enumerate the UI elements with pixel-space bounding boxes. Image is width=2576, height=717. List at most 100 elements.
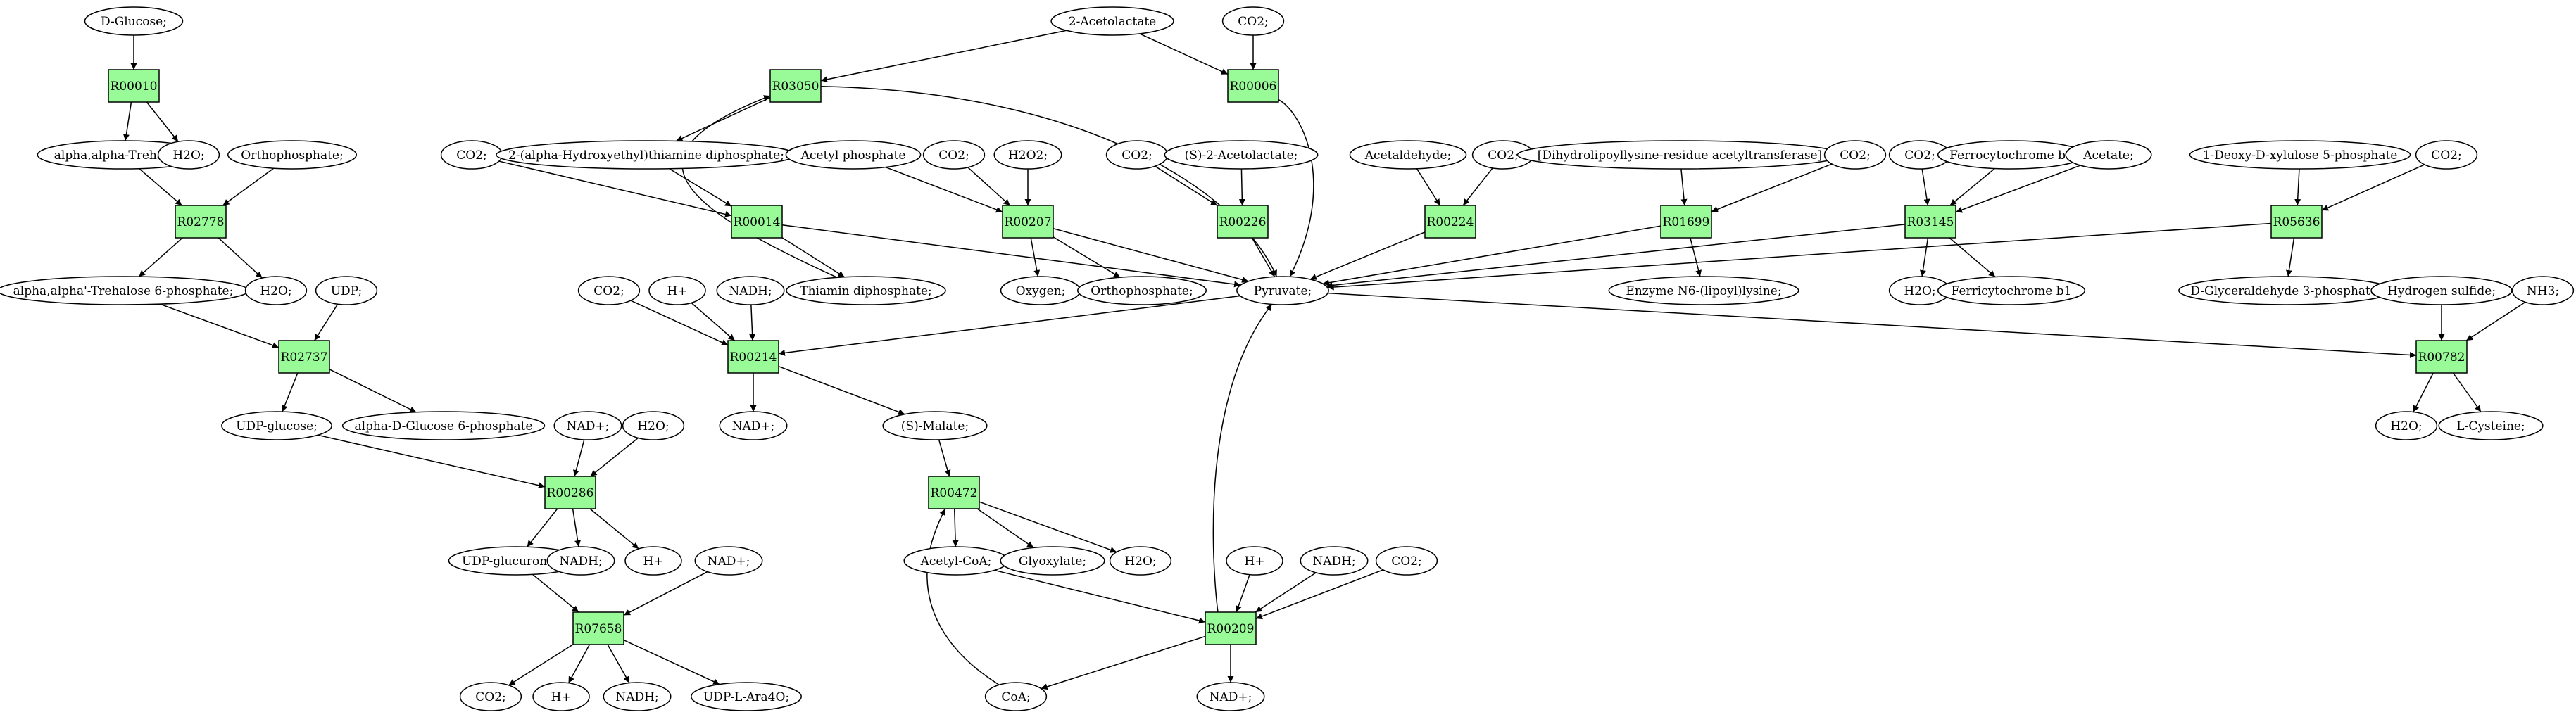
compound-node-co2[interactable]: CO2; <box>1221 6 1285 36</box>
reaction-node-r00782[interactable]: R00782 <box>2415 340 2468 374</box>
reaction-node-r00214[interactable]: R00214 <box>727 340 779 374</box>
compound-node-alpha-alpha-trehalose-6-phosphate[interactable]: alpha,alpha'-Trehalose 6-phosphate; <box>0 276 249 305</box>
reaction-node-r00209[interactable]: R00209 <box>1205 611 1257 645</box>
node-label: H2O; <box>260 284 291 298</box>
compound-node-nad[interactable]: NAD+; <box>719 411 788 440</box>
node-label: Glyoxylate; <box>1019 554 1086 569</box>
reaction-node-r03050[interactable]: R03050 <box>769 69 822 103</box>
compound-node-s-malate[interactable]: (S)-Malate; <box>882 411 988 440</box>
compound-node-glyoxylate[interactable]: Glyoxylate; <box>1000 546 1105 576</box>
compound-node-h2o[interactable]: H2O; <box>157 140 220 170</box>
compound-node-d-glyceraldehyde-3-phosphate[interactable]: D-Glyceraldehyde 3-phosphate; <box>2178 276 2394 305</box>
reaction-node-r00286[interactable]: R00286 <box>544 476 596 509</box>
compound-node-co2[interactable]: CO2; <box>1375 546 1438 576</box>
compound-node-orthophosphate[interactable]: Orthophosphate; <box>227 140 357 170</box>
compound-node-co2[interactable]: CO2; <box>577 276 641 305</box>
compound-node-acetyl-phosphate[interactable]: Acetyl phosphate <box>785 140 922 170</box>
reaction-node-r00014[interactable]: R00014 <box>731 205 783 239</box>
compound-node-h2o[interactable]: H2O; <box>1109 546 1172 576</box>
compound-node-nad[interactable]: NAD+; <box>694 546 763 576</box>
compound-node-ferricytochrome-b1[interactable]: Ferricytochrome b1 <box>1937 276 2086 305</box>
compound-node-2-alpha-hydroxyethyl-thiamine-diphosphate[interactable]: 2-(alpha-Hydroxyethyl)thiamine diphospha… <box>496 140 797 170</box>
compound-node-orthophosphate[interactable]: Orthophosphate; <box>1077 276 1207 305</box>
compound-node-thiamin-diphosphate[interactable]: Thiamin diphosphate; <box>786 276 946 305</box>
reaction-node-r03145[interactable]: R03145 <box>1904 205 1956 239</box>
node-label: alpha,alpha'-Trehalose 6-phosphate; <box>13 284 234 298</box>
compound-node-coa[interactable]: CoA; <box>984 682 1048 711</box>
reaction-node-r02737[interactable]: R02737 <box>278 340 330 374</box>
compound-node-co2[interactable]: CO2; <box>459 682 522 711</box>
compound-node-acetaldehyde[interactable]: Acetaldehyde; <box>1349 140 1467 170</box>
reaction-node-r02778[interactable]: R02778 <box>175 205 227 239</box>
compound-node-h2o[interactable]: H2O; <box>244 276 308 305</box>
reaction-node-r00207[interactable]: R00207 <box>1002 205 1054 239</box>
compound-ellipse <box>1196 682 1265 711</box>
node-label: NH3; <box>2527 284 2559 298</box>
reaction-node-r00226[interactable]: R00226 <box>1217 205 1269 239</box>
compound-node-h2o[interactable]: H2O; <box>1888 276 1952 305</box>
node-label: CO2; <box>1391 554 1422 569</box>
compound-node-h[interactable]: H+ <box>624 546 682 576</box>
compound-node-co2[interactable]: CO2; <box>1823 140 1887 170</box>
compound-ellipse <box>157 140 220 170</box>
compound-node-co2[interactable]: CO2; <box>922 140 986 170</box>
node-label: R00006 <box>1230 80 1277 94</box>
compound-node-h2o[interactable]: H2O; <box>2375 411 2438 440</box>
edge-nadh_3-to-r00214 <box>749 304 756 341</box>
compound-node-dihydrolipoyllysine-residue-acetyltransferase[interactable]: [Dihydrolipoyllysine-residue acetyltrans… <box>1516 140 1843 170</box>
node-label: Thiamin diphosphate; <box>800 284 931 298</box>
reaction-node-r00010[interactable]: R00010 <box>108 69 160 103</box>
compound-node-l-cysteine[interactable]: L-Cysteine; <box>2438 411 2544 440</box>
compound-node-co2[interactable]: CO2; <box>1105 140 1169 170</box>
edge-ferro-to-r03145 <box>1949 167 1995 206</box>
compound-node-oxygen[interactable]: Oxygen; <box>1000 276 1081 305</box>
compound-ellipse <box>648 276 706 305</box>
reaction-box <box>278 340 330 374</box>
compound-node-1-deoxy-d-xylulose-5-phosphate[interactable]: 1-Deoxy-D-xylulose 5-phosphate <box>2189 140 2411 170</box>
compound-node-udp-glucose[interactable]: UDP-glucose; <box>221 411 332 440</box>
reaction-box <box>1424 205 1476 239</box>
compound-node-s-2-acetolactate[interactable]: (S)-2-Acetolactate; <box>1164 140 1319 170</box>
compound-node-nadh[interactable]: NADH; <box>603 682 672 711</box>
reaction-node-r07658[interactable]: R07658 <box>572 611 624 645</box>
compound-node-udp-l-ara4o[interactable]: UDP-L-Ara4O; <box>691 682 802 711</box>
compound-node-h2o[interactable]: H2O; <box>622 411 685 440</box>
node-label: R00209 <box>1207 622 1255 636</box>
reaction-node-r00006[interactable]: R00006 <box>1227 69 1279 103</box>
compound-ellipse <box>2189 140 2411 170</box>
compound-node-nadh[interactable]: NADH; <box>716 276 785 305</box>
compound-node-nad[interactable]: NAD+; <box>1196 682 1265 711</box>
edge-r00286-to-udpglcu <box>527 508 558 547</box>
compound-node-ferrocytochrome-b1[interactable]: Ferrocytochrome b1 <box>1937 140 2086 170</box>
compound-node-h[interactable]: H+ <box>532 682 590 711</box>
compound-node-acetate[interactable]: Acetate; <box>2065 140 2152 170</box>
compound-node-co2[interactable]: CO2; <box>1888 140 1952 170</box>
compound-node-nadh[interactable]: NADH; <box>1300 546 1369 576</box>
reaction-node-r00472[interactable]: R00472 <box>928 476 980 509</box>
reaction-box <box>572 611 624 645</box>
compound-node-hydrogen-sulfide[interactable]: Hydrogen sulfide; <box>2370 276 2513 305</box>
compound-node-h2o2[interactable]: H2O2; <box>993 140 1062 170</box>
compound-node-2-acetolactate[interactable]: 2-Acetolactate <box>1050 6 1174 36</box>
edge-r03145-to-pyruvate <box>1326 224 1906 288</box>
compound-node-acetyl-coa[interactable]: Acetyl-CoA; <box>903 546 1009 576</box>
compound-node-nh3[interactable]: NH3; <box>2511 276 2575 305</box>
compound-node-d-glucose[interactable]: D-Glucose; <box>84 6 184 36</box>
compound-node-udp[interactable]: UDP; <box>315 276 378 305</box>
compound-node-nadh[interactable]: NADH; <box>546 546 615 576</box>
compound-node-alpha-d-glucose-6-phosphate[interactable]: alpha-D-Glucose 6-phosphate <box>341 411 546 440</box>
compound-node-enzyme-n6-lipoyl-lysine[interactable]: Enzyme N6-(lipoyl)lysine; <box>1608 276 1799 305</box>
reaction-node-r05636[interactable]: R05636 <box>2270 205 2323 239</box>
node-label: 2-Acetolactate <box>1069 15 1156 29</box>
compound-node-co2[interactable]: CO2; <box>440 140 503 170</box>
reaction-node-r00224[interactable]: R00224 <box>1424 205 1476 239</box>
compound-node-co2[interactable]: CO2; <box>2415 140 2478 170</box>
compound-node-nad[interactable]: NAD+; <box>553 411 622 440</box>
edge-h2o2_1-to-r00286 <box>590 437 639 477</box>
edge-r02778-to-h2o_2 <box>218 237 263 279</box>
compound-node-h[interactable]: H+ <box>648 276 706 305</box>
reaction-node-r01699[interactable]: R01699 <box>1660 205 1712 239</box>
compound-node-h[interactable]: H+ <box>1226 546 1283 576</box>
compound-node-udp-glucuronate[interactable]: UDP-glucuronate; <box>448 546 584 576</box>
compound-node-pyruvate[interactable]: Pyruvate; <box>1236 276 1329 305</box>
